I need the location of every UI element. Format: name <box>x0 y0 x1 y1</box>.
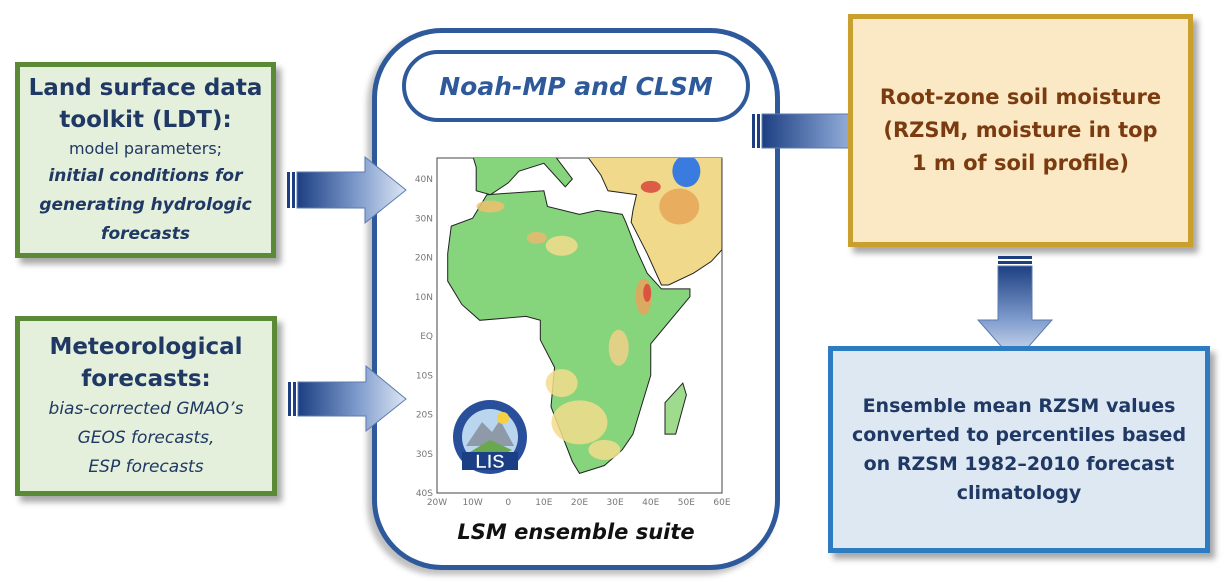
soil-moisture-patch <box>476 200 505 213</box>
lon-tick-label: 50E <box>678 498 695 508</box>
soil-moisture-patch <box>545 369 578 398</box>
lat-tick-label: 10N <box>415 293 433 303</box>
lon-tick-label: 0 <box>505 498 511 508</box>
soil-moisture-patch <box>643 283 652 302</box>
lat-tick-label: 40S <box>416 489 433 499</box>
europe-landmass <box>472 158 574 196</box>
soil-moisture-patch <box>526 231 547 244</box>
lat-tick-label: 30S <box>416 450 433 460</box>
ensemble-line-4: climatology <box>956 481 1082 504</box>
met-italic-3: ESP forecasts <box>88 456 204 477</box>
met-title-2: forecasts: <box>81 365 211 392</box>
rzsm-line-3: 1 m of soil profile) <box>911 151 1130 175</box>
lon-tick-label: 20E <box>571 498 588 508</box>
met-italic-1: bias-corrected GMAO’s <box>48 398 244 419</box>
met-title-1: Meteorological <box>49 333 243 360</box>
lat-tick-label: 30N <box>415 214 433 224</box>
arabia-landmass <box>587 158 722 286</box>
lis-logo: LIS <box>453 400 527 474</box>
lat-tick-label: EQ <box>420 332 433 342</box>
model-label: Noah-MP and CLSM <box>402 50 750 122</box>
soil-moisture-patch <box>659 188 700 225</box>
suite-caption: LSM ensemble suite <box>457 520 695 544</box>
ldt-line-3: model parameters; <box>68 138 223 158</box>
lon-tick-label: 10E <box>535 498 552 508</box>
caspian-sea <box>672 158 701 188</box>
rzsm-line-1: Root-zone soil moisture <box>879 85 1162 109</box>
arrow-rzsm-to-ensemble <box>976 256 1054 363</box>
ldt-italic-3: forecasts <box>101 223 190 244</box>
arrow-ldt-to-suite <box>287 155 407 225</box>
lat-tick-label: 10S <box>416 371 433 381</box>
ldt-italic-1: initial conditions for <box>48 165 243 186</box>
arrow-met-to-suite <box>288 364 407 433</box>
soil-moisture-patch <box>588 439 621 460</box>
ensemble-line-2: converted to percentiles based <box>851 423 1187 446</box>
lon-tick-label: 40E <box>642 498 659 508</box>
lat-tick-label: 40N <box>415 175 433 185</box>
ldt-title-1: Land surface data <box>28 74 263 101</box>
met-italic-2: GEOS forecasts, <box>77 427 215 448</box>
lon-tick-label: 60E <box>713 498 730 508</box>
rzsm-box: Root-zone soil moisture (RZSM, moisture … <box>848 14 1193 247</box>
ensemble-line-1: Ensemble mean RZSM values <box>862 394 1176 417</box>
ldt-title-2: toolkit (LDT): <box>59 106 232 133</box>
lis-logo-text: LIS <box>475 452 505 473</box>
lat-tick-label: 20S <box>416 411 433 421</box>
soil-moisture-patch <box>608 329 629 366</box>
lon-tick-label: 20W <box>427 498 447 508</box>
met-box: Meteorological forecasts: bias-corrected… <box>15 316 277 496</box>
ldt-italic-2: generating hydrologic <box>39 194 252 215</box>
soil-moisture-patch <box>640 180 661 193</box>
lat-tick-label: 20N <box>415 254 433 264</box>
ensemble-box: Ensemble mean RZSM values converted to p… <box>828 346 1210 553</box>
soil-moisture-patch <box>551 400 608 445</box>
rzsm-line-2: (RZSM, moisture in top <box>883 118 1158 142</box>
madagascar <box>664 382 687 435</box>
soil-moisture-patch <box>545 235 578 256</box>
lon-tick-label: 10W <box>462 498 482 508</box>
lon-tick-label: 30E <box>607 498 624 508</box>
ldt-box: Land surface data toolkit (LDT): model p… <box>15 62 276 258</box>
africa-landmass <box>447 190 691 474</box>
ensemble-line-3: on RZSM 1982–2010 forecast <box>863 452 1175 475</box>
